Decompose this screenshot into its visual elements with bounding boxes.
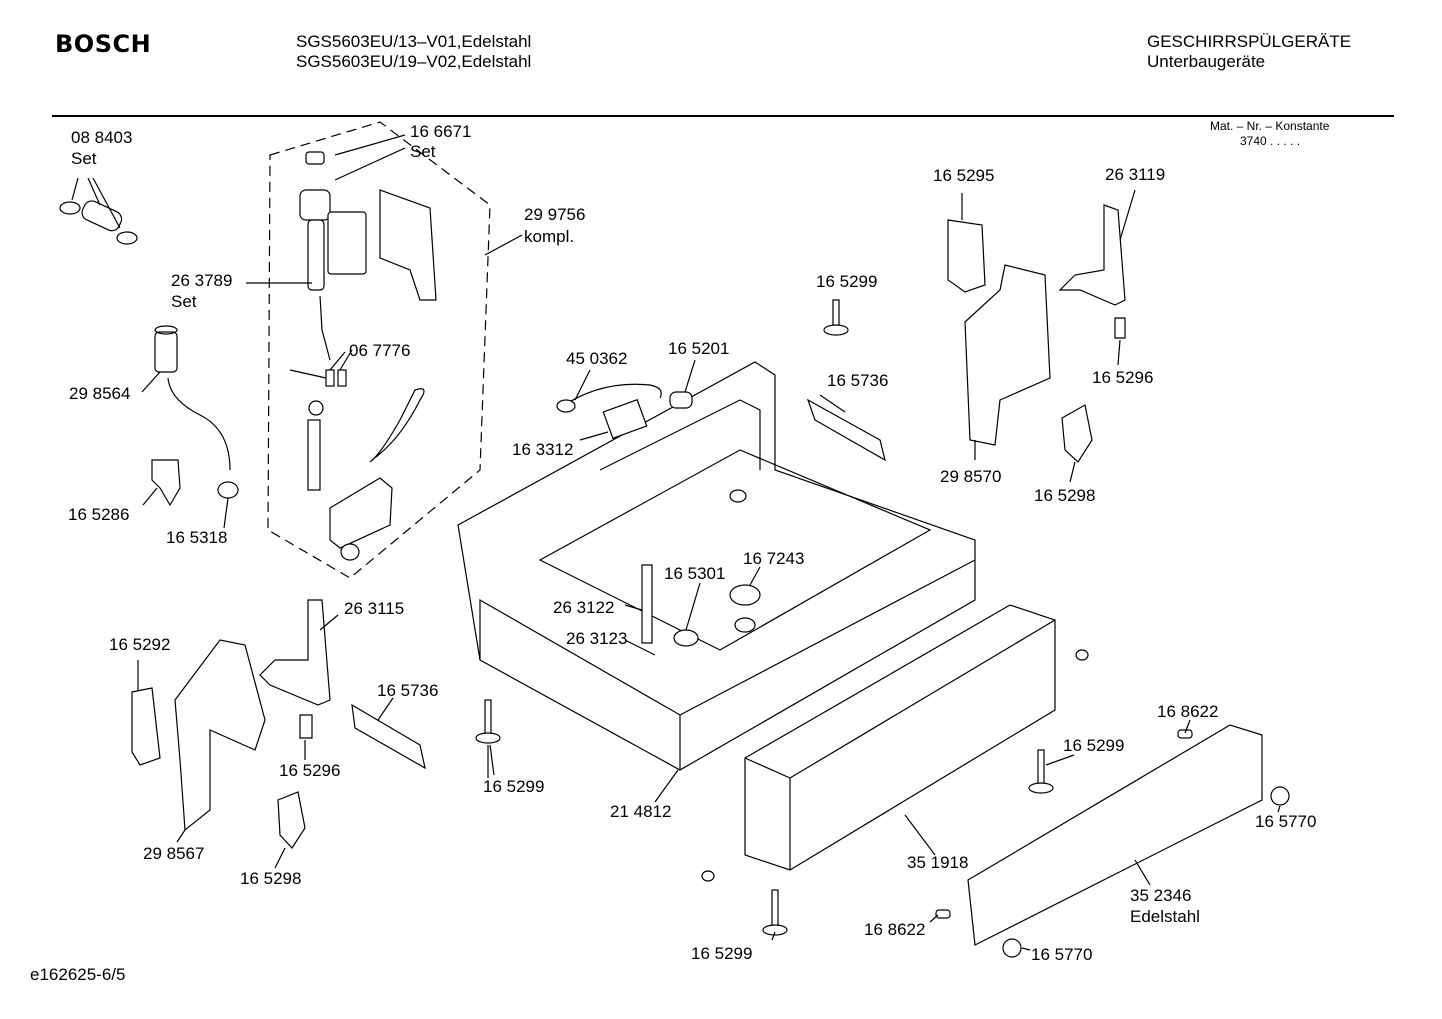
label-263789-set: Set [171, 292, 197, 311]
label-165318: 16 5318 [166, 528, 228, 547]
label-298570: 29 8570 [940, 467, 1002, 486]
spring-sleeve [154, 331, 178, 373]
label-067776: 06 7776 [349, 341, 411, 360]
switch-165298-bottom [277, 791, 306, 849]
hose-clip [151, 459, 181, 507]
label-263789: 26 3789 [171, 271, 233, 290]
label-166671-set: Set [410, 142, 436, 161]
label-165736-bottom: 16 5736 [377, 681, 439, 700]
model-line-2: SGS5603EU/19–V02,Edelstahl [296, 52, 532, 71]
label-163312: 16 3312 [512, 440, 574, 459]
bracket-298570 [964, 264, 1051, 446]
label-352346: 35 2346 [1130, 886, 1192, 905]
label-165299-bottom: 16 5299 [691, 944, 753, 963]
label-165201: 16 5201 [668, 339, 730, 358]
label-299756-kompl: kompl. [524, 227, 575, 246]
screw-168622-bottom [935, 909, 951, 919]
label-166671: 16 6671 [410, 122, 472, 141]
base-tub [457, 361, 976, 771]
label-165296-top: 16 5296 [1092, 368, 1154, 387]
bracket-165295 [947, 219, 986, 293]
label-352346-edelstahl: Edelstahl [1130, 907, 1200, 926]
control-module [556, 383, 693, 440]
cap-165770-bottom [1002, 938, 1022, 958]
label-165286: 16 5286 [68, 505, 130, 524]
label-165299-right: 16 5299 [1063, 736, 1125, 755]
clip-165296-top [1114, 317, 1126, 339]
label-165299-mid: 16 5299 [483, 777, 545, 796]
label-450362: 45 0362 [566, 349, 628, 368]
model-line-1: SGS5603EU/13–V01,Edelstahl [296, 32, 532, 51]
label-165296-bottom: 16 5296 [279, 761, 341, 780]
label-165298-top: 16 5298 [1034, 486, 1096, 505]
label-088403-set: Set [71, 149, 97, 168]
clip-165296-bottom [299, 714, 313, 739]
kick-panel [744, 604, 1056, 871]
bracket-263119 [1058, 204, 1126, 306]
label-165736-top: 16 5736 [827, 371, 889, 390]
konstante-block: Mat. – Nr. – Konstante 3740 . . . . . [1210, 119, 1329, 149]
valve-bracket [329, 477, 393, 549]
label-168622-bottom: 16 8622 [864, 920, 926, 939]
label-263115: 26 3115 [344, 599, 405, 618]
label-298567: 29 8567 [143, 844, 205, 863]
label-167243: 16 7243 [743, 549, 805, 568]
bracket-263115 [259, 599, 331, 706]
label-263119: 26 3119 [1105, 165, 1166, 184]
screw-168622-top [1177, 729, 1193, 739]
connector-pair [325, 349, 353, 387]
label-214812: 21 4812 [610, 802, 672, 821]
label-263122: 26 3122 [553, 598, 615, 617]
label-165299-top: 16 5299 [816, 272, 878, 291]
cap-165770-top [1270, 786, 1290, 806]
brand-logo: BOSCH [55, 30, 152, 58]
header-divider [52, 115, 1394, 117]
label-165301: 16 5301 [664, 564, 726, 583]
category-line-1: GESCHIRRSPÜLGERÄTE [1147, 32, 1352, 51]
valve-assembly [299, 151, 437, 361]
label-165770-top: 16 5770 [1255, 812, 1317, 831]
konstante-value: 3740 . . . . . [1240, 134, 1301, 148]
label-088403: 08 8403 [71, 128, 133, 147]
bracket-298567 [174, 639, 266, 832]
label-263123: 26 3123 [566, 629, 628, 648]
hinge-spring-top [806, 398, 886, 462]
drawing-code: e162625-6/5 [30, 965, 126, 984]
label-298564: 29 8564 [69, 384, 131, 403]
label-299756: 29 9756 [524, 205, 586, 224]
hinge-spring-bottom [351, 703, 426, 770]
guide-rod [307, 419, 321, 491]
label-351918: 35 1918 [907, 853, 969, 872]
label-165298-bottom: 16 5298 [240, 869, 302, 888]
label-165770-bottom: 16 5770 [1031, 945, 1093, 964]
category-line-2: Unterbaugeräte [1147, 52, 1266, 71]
stainless-strip [967, 724, 1263, 946]
label-165292: 16 5292 [109, 635, 171, 654]
konstante-label: Mat. – Nr. – Konstante [1210, 119, 1330, 133]
switch-165298-top [1061, 404, 1093, 463]
label-165295: 16 5295 [933, 166, 995, 185]
assembly-outline [267, 121, 491, 579]
label-168622-top: 16 8622 [1157, 702, 1219, 721]
leveling-screws [475, 299, 1089, 936]
leader-lines [137, 134, 1281, 951]
hose-clamp-set [59, 177, 138, 245]
bracket-165292 [131, 687, 161, 766]
